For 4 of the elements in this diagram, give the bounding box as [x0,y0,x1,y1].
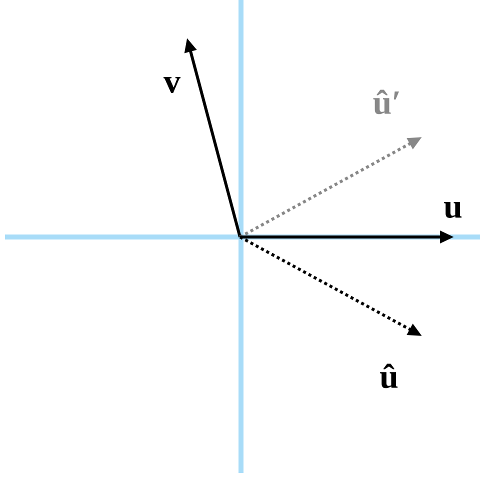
vector-label: û′ [373,90,399,114]
vector-label: v [164,77,180,93]
vector-label: û [380,364,398,388]
vector-label: u [444,202,462,218]
